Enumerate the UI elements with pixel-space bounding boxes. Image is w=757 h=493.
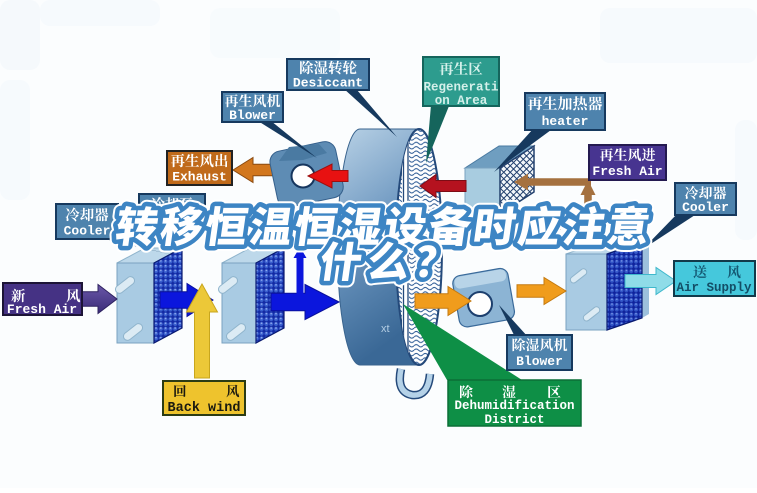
svg-text:Desiccant: Desiccant (293, 76, 363, 91)
svg-text:Dehumidification: Dehumidification (454, 399, 574, 413)
svg-text:Regenerati: Regenerati (423, 81, 498, 95)
svg-text:Fresh Air: Fresh Air (7, 302, 77, 317)
svg-text:Cooler: Cooler (64, 224, 111, 239)
svg-text:Air Supply: Air Supply (676, 281, 752, 295)
svg-text:Fresh Air: Fresh Air (592, 164, 662, 179)
svg-text:District: District (484, 413, 544, 427)
svg-text:Back wind: Back wind (168, 401, 241, 416)
svg-text:on Area: on Area (435, 94, 488, 108)
svg-text:Blower: Blower (516, 354, 563, 369)
svg-text:xt: xt (381, 323, 390, 335)
svg-text:Blower: Blower (229, 108, 276, 123)
svg-text:Cooler: Cooler (682, 200, 729, 215)
svg-text:heater: heater (542, 114, 589, 129)
svg-text:Exhaust: Exhaust (172, 170, 227, 185)
